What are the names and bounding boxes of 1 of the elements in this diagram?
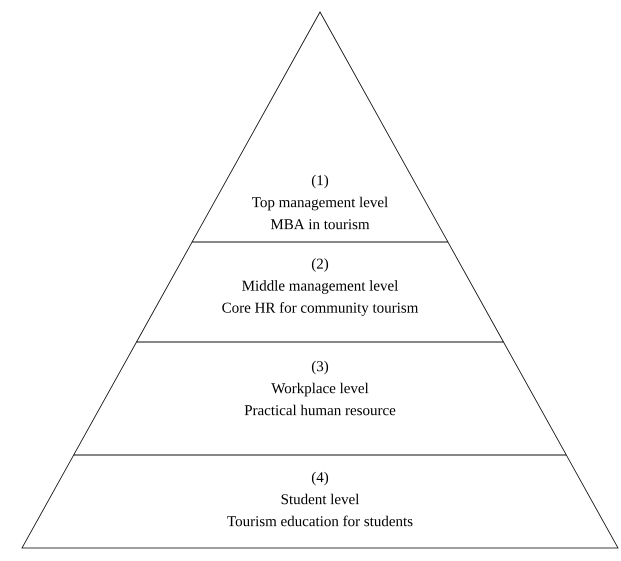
pyramid-level: (3) Workplace level Practical human resource <box>73 342 567 456</box>
